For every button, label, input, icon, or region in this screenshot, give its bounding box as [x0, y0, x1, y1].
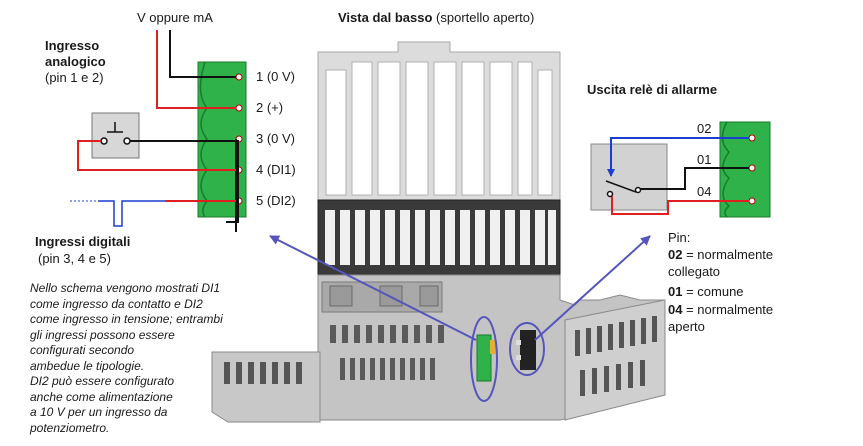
terminal-label-3: 3 (0 V) [256, 131, 296, 146]
note-line: DI2 può essere configurato [30, 374, 175, 388]
pin-desc: = comune [682, 284, 744, 299]
relay-switch-arm [605, 180, 642, 198]
relay-wire-02 [607, 137, 749, 177]
pin-code: 02 [668, 247, 683, 262]
pin-legend-01: 01 = comune [668, 284, 744, 300]
terminal-label-4: 4 (DI1) [256, 162, 296, 177]
grille-slots [325, 210, 556, 265]
pin-legend-02-cont: collegato [668, 264, 721, 279]
view-title: Vista dal basso (sportello aperto) [338, 10, 534, 26]
note-line: anche come alimentazione [30, 389, 173, 404]
pin-desc: = normalmente [682, 302, 774, 317]
digital-inputs-title: Ingressi digitali [35, 234, 131, 249]
view-title-normal: (sportello aperto) [432, 10, 535, 25]
pin-legend-title: Pin: [668, 230, 691, 245]
pin-legend-02: 02 = normalmente [668, 247, 773, 263]
analog-wire-plus [156, 30, 236, 109]
analog-input-title-2: analogico [45, 54, 106, 69]
note-line: Nello schema vengono mostrati DI1 [30, 281, 221, 295]
pin-desc: = normalmente [682, 247, 774, 262]
relay-terminal-block [719, 121, 771, 218]
lower-slots [330, 325, 444, 380]
di1-wire-black [130, 140, 239, 223]
di1-wire-red [77, 140, 236, 171]
analog-input-pins: (pin 1 e 2) [45, 70, 104, 85]
configuration-note: Nello schema vengono mostrati DI1 come i… [30, 281, 223, 436]
digital-inputs-pins: (pin 3, 4 e 5) [38, 251, 111, 266]
di1-switch-box [91, 112, 140, 159]
relay-contact-box [590, 143, 668, 211]
note-line: gli ingressi possono essere [30, 327, 175, 342]
di2-pulse [98, 200, 165, 227]
relay-terminal-04: 04 [697, 184, 712, 199]
analog-wire-0v [169, 30, 236, 78]
analog-connector-highlight [470, 316, 498, 402]
relay-wire-04 [611, 196, 749, 215]
pin-code: 01 [668, 284, 683, 299]
arrow-to-relay-terminals [534, 235, 651, 341]
pin-legend-04-cont: aperto [668, 319, 705, 334]
heatsink-slots [325, 61, 553, 196]
terminal-label-1: 1 (0 V) [256, 69, 296, 84]
analog-input-title-1: Ingresso [45, 38, 100, 53]
note-line: come ingresso in tensione; entrambi [30, 312, 223, 326]
arrow-to-input-terminals [269, 235, 477, 341]
note-line: a 10 V per un ingresso da [30, 405, 168, 419]
device-housing [211, 41, 666, 423]
terminal-label-2: 2 (+) [256, 100, 284, 115]
relay-connector-highlight [509, 322, 545, 376]
relay-terminal-01: 01 [697, 152, 712, 167]
terminal-label-5: 5 (DI2) [256, 193, 296, 208]
note-line: potenziometro. [30, 420, 110, 435]
view-title-bold: Vista dal basso [338, 10, 433, 25]
alarm-relay-title: Uscita relè di allarme [587, 82, 718, 97]
note-line: ambedue le tipologie. [30, 358, 145, 373]
relay-terminal-02: 02 [697, 121, 712, 136]
pin-legend-04: 04 = normalmente [668, 302, 773, 318]
note-line: configurati secondo [30, 343, 135, 357]
note-line: come ingresso da contatto e DI2 [30, 296, 203, 311]
analog-signal-label: V oppure mA [137, 10, 213, 25]
relay-wire-01 [638, 167, 749, 190]
pin-code: 04 [668, 302, 683, 317]
